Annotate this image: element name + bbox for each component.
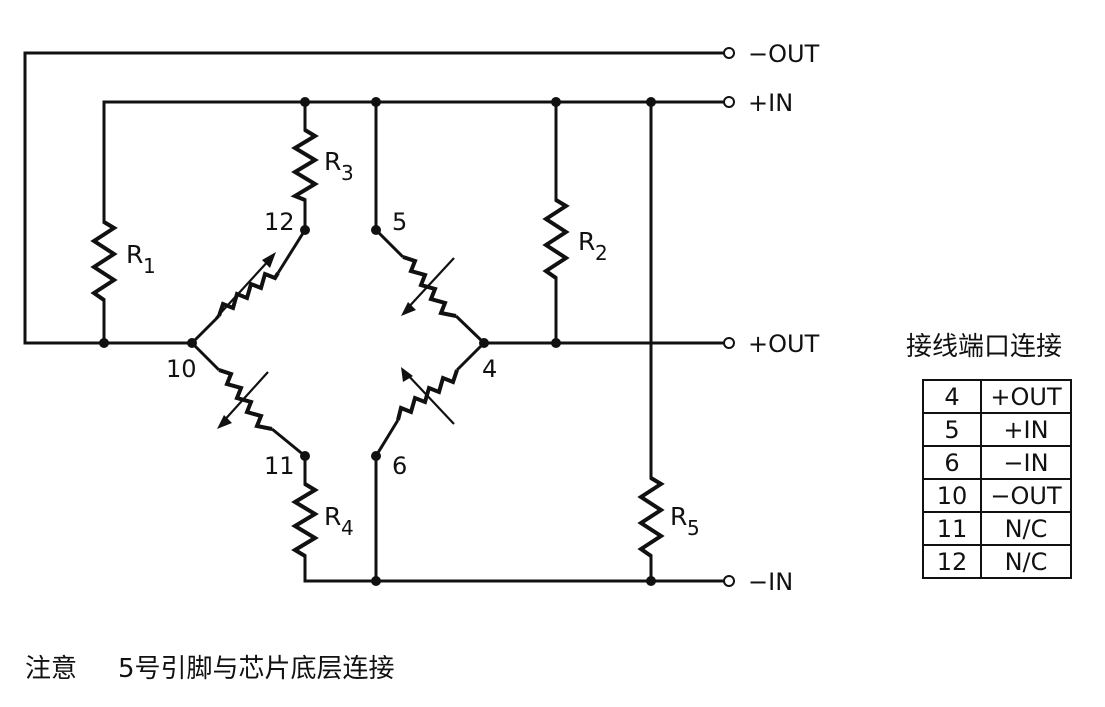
- pin-label-11: 11: [264, 452, 295, 480]
- table-cell-signal: N/C: [1005, 515, 1048, 543]
- table-cell-pin: 6: [944, 449, 959, 477]
- junction-dot: [99, 338, 109, 348]
- terminal-label-neg-in: −IN: [748, 568, 793, 596]
- bridge-resistor-upper-left: [190, 229, 307, 345]
- svg-text:5: 5: [687, 516, 700, 540]
- terminal-label-pos-in: +IN: [748, 89, 793, 117]
- table-row: 6 −IN: [922, 445, 1072, 480]
- svg-text:R: R: [670, 502, 687, 531]
- table-row: 4 +OUT: [922, 379, 1072, 414]
- table-row: 11 N/C: [922, 511, 1072, 546]
- resistor-r3: [290, 128, 319, 202]
- note-text: 5号引脚与芯片底层连接: [118, 654, 395, 684]
- resistor-label-r1: R 1: [126, 240, 156, 278]
- table-cell-pin: 12: [937, 548, 968, 576]
- resistor-r1: [90, 220, 118, 302]
- table-cell-pin: 5: [944, 416, 959, 444]
- junction-dot: [551, 97, 561, 107]
- pin-label-6: 6: [392, 452, 407, 480]
- pin-dot-11: [300, 451, 310, 461]
- svg-text:R: R: [578, 227, 595, 256]
- bridge-resistors: [190, 228, 486, 458]
- junction-dot: [551, 338, 561, 348]
- terminal-label-pos-out: +OUT: [748, 330, 820, 358]
- junction-dot-node10: [187, 338, 197, 348]
- terminal-neg-in: [723, 575, 735, 587]
- pin-label-12: 12: [264, 208, 295, 236]
- bridge-resistor-lower-right: [374, 341, 486, 457]
- fixed-resistors: [90, 128, 665, 558]
- pin-dot-12: [300, 225, 310, 235]
- table-cell-signal: −OUT: [990, 482, 1062, 510]
- neg-in-bus: [303, 554, 726, 583]
- junction-dot: [646, 97, 656, 107]
- terminals: [723, 47, 735, 587]
- svg-text:R: R: [126, 240, 143, 269]
- junction-dot: [300, 97, 310, 107]
- note-label: 注意: [25, 654, 77, 684]
- junction-dot: [371, 576, 381, 586]
- terminal-pos-in: [723, 96, 735, 108]
- table-row: 10 −OUT: [922, 478, 1072, 513]
- svg-text:4: 4: [341, 516, 354, 540]
- table-cell-signal: N/C: [1005, 548, 1048, 576]
- junction-dot-node4: [479, 338, 489, 348]
- resistor-label-r2: R 2: [578, 227, 608, 265]
- svg-text:R: R: [324, 502, 341, 531]
- svg-text:1: 1: [143, 254, 156, 278]
- table-title: 接线端口连接: [906, 332, 1062, 362]
- svg-text:2: 2: [595, 241, 608, 265]
- table-cell-pin: 4: [944, 383, 959, 411]
- terminal-neg-out: [723, 47, 735, 59]
- pin-label-10: 10: [166, 355, 197, 383]
- bridge-resistor-lower-left: [190, 341, 306, 458]
- table-cell-pin: 10: [937, 482, 968, 510]
- pin-dot-6: [371, 451, 381, 461]
- terminal-label-neg-out: −OUT: [748, 40, 820, 68]
- junction-dot: [371, 97, 381, 107]
- svg-text:3: 3: [341, 161, 354, 185]
- resistor-label-r5: R 5: [670, 502, 700, 540]
- pos-in-bus: [102, 100, 726, 224]
- bridge-resistor-upper-right: [374, 228, 486, 345]
- table-cell-signal: −IN: [1003, 449, 1048, 477]
- table-cell-pin: 11: [937, 515, 968, 543]
- terminal-pos-out: [723, 337, 735, 349]
- pin-connection-table: 接线端口连接 4 +OUT 5 +IN 6 −IN 10 −OUT: [906, 332, 1072, 579]
- wires: [23, 51, 726, 583]
- table-cell-signal: +IN: [1003, 416, 1048, 444]
- table-cell-signal: +OUT: [990, 383, 1062, 411]
- pin-label-5: 5: [392, 208, 407, 236]
- resistor-label-r4: R 4: [324, 502, 354, 540]
- resistor-r2: [542, 198, 570, 280]
- resistor-r5: [637, 476, 665, 558]
- table-row: 5 +IN: [922, 412, 1072, 447]
- table-row: 12 N/C: [922, 544, 1072, 579]
- junction-dot: [646, 576, 656, 586]
- junction-dots: [99, 97, 656, 586]
- svg-text:R: R: [324, 147, 341, 176]
- pin-dot-5: [371, 225, 381, 235]
- resistor-label-r3: R 3: [324, 147, 354, 185]
- resistor-r4: [291, 482, 319, 558]
- pin-label-4: 4: [482, 355, 497, 383]
